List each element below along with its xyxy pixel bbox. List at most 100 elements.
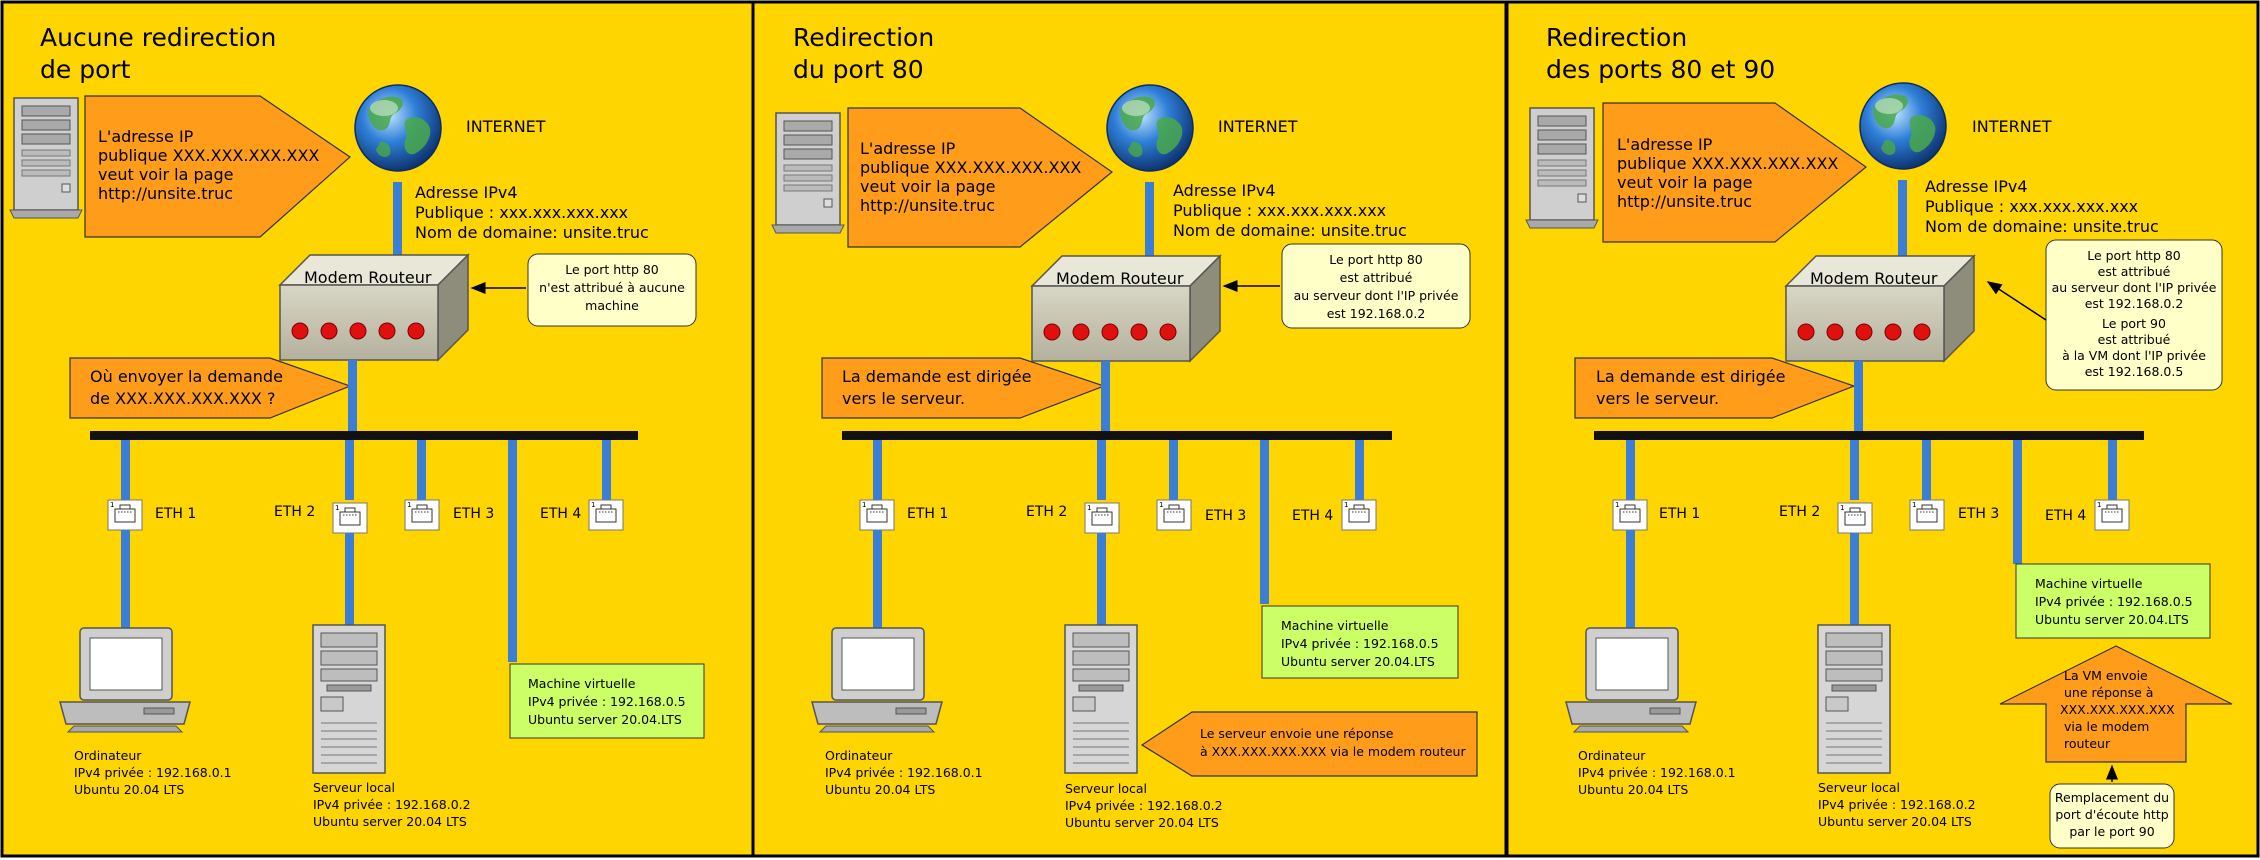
server-line-1: Serveur local <box>313 780 395 795</box>
client-tower-icon <box>9 97 83 219</box>
router-label: Modem Routeur <box>304 268 432 287</box>
eth-1-label: ETH 1 <box>155 506 196 522</box>
vm-line-2: IPv4 privée : 192.168.0.5 <box>528 694 686 709</box>
router-note-line-5: Le port 90 <box>2102 316 2166 331</box>
port-note-line-1: Remplacement du <box>2055 790 2169 805</box>
globe-icon <box>1859 82 1947 170</box>
client-request-line-4: http://unsite.truc <box>860 196 995 215</box>
computer-line-1: Ordinateur <box>825 748 893 763</box>
router-note-box <box>527 253 697 327</box>
vm-reply-line-1: La VM envoie <box>2064 668 2148 683</box>
wan-info-line-3: Nom de domaine: unsite.truc <box>1925 217 2159 236</box>
wan-info-line-1: Adresse IPv4 <box>1173 181 1276 200</box>
wan-info-line-1: Adresse IPv4 <box>415 183 518 202</box>
question-arrow <box>821 357 1106 419</box>
globe-icon <box>1106 84 1194 172</box>
eth-2-drop <box>1850 440 1859 500</box>
router-note-line-7: à la VM dont l'IP privée <box>2062 348 2206 363</box>
server-reply-line-2: à XXX.XXX.XXX.XXX via le modem routeur <box>1200 744 1466 759</box>
vm-drop <box>2013 440 2022 564</box>
eth-2-socket-icon <box>1837 502 1873 534</box>
router-note-line-1: Le port http 80 <box>565 262 659 277</box>
eth-3-label: ETH 3 <box>1205 508 1246 524</box>
vm-reply-line-2: une réponse à <box>2064 685 2153 700</box>
router-label: Modem Routeur <box>1810 269 1938 288</box>
wan-info-line-3: Nom de domaine: unsite.truc <box>415 223 649 242</box>
eth-2-label: ETH 2 <box>274 504 315 520</box>
computer-line-2: IPv4 privée : 192.168.0.1 <box>1578 765 1736 780</box>
router-note-line-3: au serveur dont l'IP privée <box>1294 288 1459 303</box>
eth-1-drop <box>873 440 882 500</box>
eth-3-socket-icon <box>1156 499 1192 531</box>
eth-3-drop <box>1922 440 1931 500</box>
router-to-bus-cable <box>1101 361 1110 433</box>
client-tower-icon <box>771 112 845 234</box>
question-line-1: Où envoyer la demande <box>90 367 283 386</box>
question-arrow <box>69 357 352 419</box>
eth-3-drop <box>1169 440 1178 500</box>
computer-icon <box>59 627 191 733</box>
eth-3-label: ETH 3 <box>453 506 494 522</box>
vm-line-1: Machine virtuelle <box>1281 618 1389 633</box>
server-line-3: Ubuntu server 20.04 LTS <box>313 814 467 829</box>
client-request-line-4: http://unsite.truc <box>98 184 233 203</box>
vm-reply-arrow <box>1999 645 2233 763</box>
eth-2-drop <box>1097 440 1106 500</box>
internet-label: INTERNET <box>1218 117 1298 136</box>
eth-1-drop <box>121 440 130 500</box>
vm-box <box>2015 563 2211 639</box>
eth-1-to-computer-cable <box>873 530 882 630</box>
client-request-line-2: publique XXX.XXX.XXX.XXX <box>98 146 319 165</box>
wan-cable <box>1898 180 1907 296</box>
eth-1-to-computer-cable <box>121 530 130 630</box>
client-request-line-4: http://unsite.truc <box>1617 192 1752 211</box>
eth-1-socket-icon <box>859 499 895 531</box>
router-label: Modem Routeur <box>1056 269 1184 288</box>
server-reply-arrow <box>1140 711 1478 777</box>
server-icon <box>312 624 386 774</box>
eth-1-drop <box>1626 440 1635 500</box>
internet-label: INTERNET <box>466 117 546 136</box>
vm-line-3: Ubuntu server 20.04.LTS <box>528 712 682 727</box>
eth-2-label: ETH 2 <box>1026 504 1067 520</box>
panel-3-title-line-1: Redirection <box>1546 23 1687 52</box>
eth-3-drop <box>417 440 426 500</box>
vm-line-3: Ubuntu server 20.04.LTS <box>1281 654 1435 669</box>
vm-reply-line-5: routeur <box>2064 736 2111 751</box>
server-line-1: Serveur local <box>1818 780 1900 795</box>
network-bus <box>90 431 638 440</box>
wan-cable <box>1145 182 1154 294</box>
router-to-bus-cable <box>348 360 357 433</box>
internet-label: INTERNET <box>1972 117 2052 136</box>
client-request-line-1: L'adresse IP <box>1617 135 1713 154</box>
eth-2-to-server-cable <box>1097 533 1106 627</box>
router-note-box <box>2045 239 2223 391</box>
eth-3-socket-icon <box>1909 499 1945 531</box>
client-request-line-3: veut voir la page <box>98 165 233 184</box>
router-note-line-3: au serveur dont l'IP privée <box>2052 280 2217 295</box>
server-icon <box>1817 624 1891 774</box>
computer-line-3: Ubuntu 20.04 LTS <box>825 782 935 797</box>
question-arrow <box>1574 357 1856 419</box>
panel-3-title-line-2: des ports 80 et 90 <box>1546 55 1775 84</box>
globe-icon <box>354 84 442 172</box>
router-note-line-1: Le port http 80 <box>2087 248 2181 263</box>
router-note-line-6: est attribué <box>2098 332 2171 347</box>
panel-3: Redirection des ports 80 et 90 L'adresse… <box>1505 0 2260 858</box>
eth-4-drop <box>602 440 611 500</box>
server-line-2: IPv4 privée : 192.168.0.2 <box>1818 797 1976 812</box>
vm-line-1: Machine virtuelle <box>2035 576 2143 591</box>
client-request-line-2: publique XXX.XXX.XXX.XXX <box>1617 154 1838 173</box>
eth-4-drop <box>1355 440 1364 500</box>
eth-4-socket-icon <box>2094 499 2130 531</box>
eth-2-socket-icon <box>332 502 368 534</box>
panel-1: Aucune redirection de port L'adresse IP … <box>0 0 755 858</box>
client-request-arrow <box>84 95 351 238</box>
eth-3-label: ETH 3 <box>1958 506 1999 522</box>
client-request-arrow <box>847 107 1113 248</box>
question-line-1: La demande est dirigée <box>842 367 1031 386</box>
client-request-line-1: L'adresse IP <box>98 127 194 146</box>
port-note-line-3: par le port 90 <box>2069 824 2154 839</box>
server-line-3: Ubuntu server 20.04 LTS <box>1818 814 1972 829</box>
eth-3-socket-icon <box>404 499 440 531</box>
